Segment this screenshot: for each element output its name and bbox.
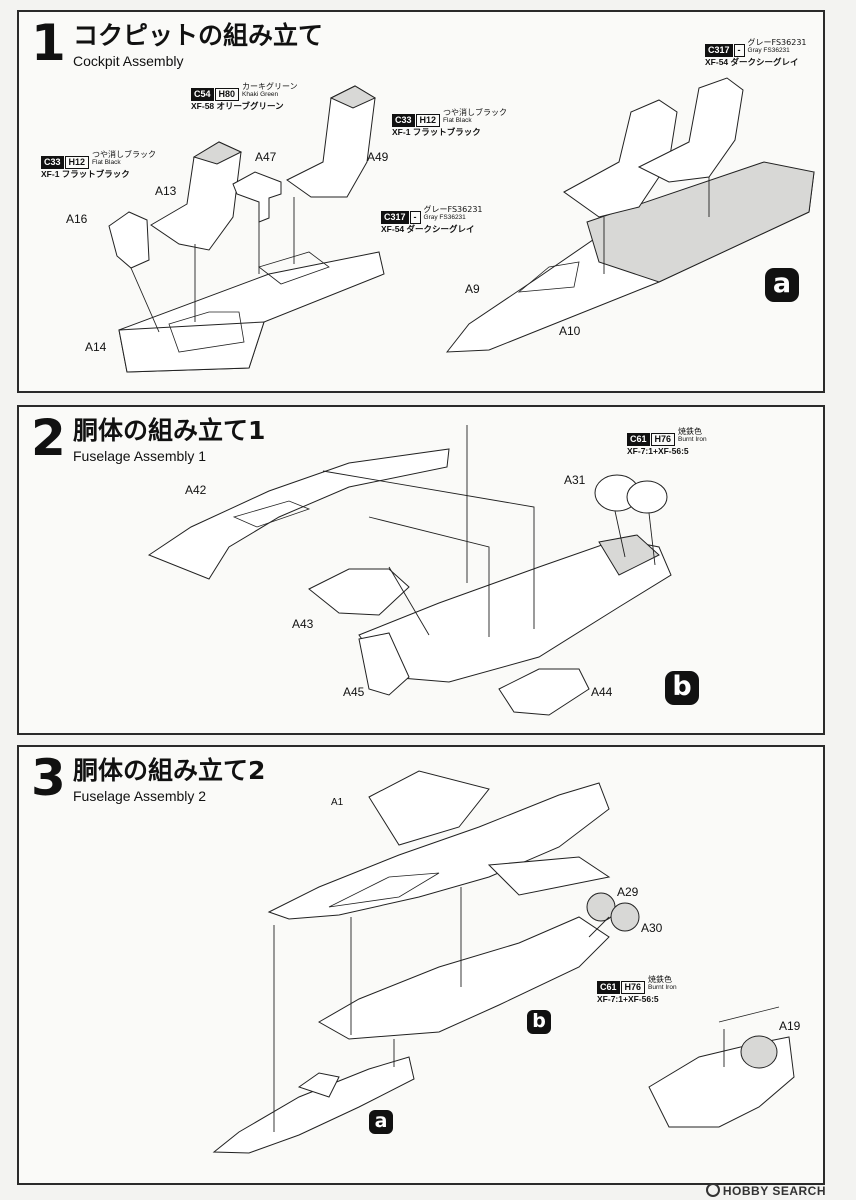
step-number: 1 [31,14,66,72]
paint-hcode: - [733,44,745,57]
subassembly-badge-b: b [527,1010,551,1034]
step-title-en: Fuselage Assembly 2 [73,788,207,804]
subassembly-badge-b: b [665,671,699,705]
paint-name-ja: 焼鉄色 [678,427,703,436]
part-label-a14: A14 [85,340,107,354]
step-number: 3 [31,749,66,807]
paint-xf: XF-1 フラットブラック [392,127,481,137]
hobby-search-logo-icon [705,1183,720,1197]
step-number: 2 [31,409,66,467]
part-label-a13: A13 [155,184,177,198]
paint-xf: XF-7:1+XF-56:5 [627,446,689,456]
paint-hcode: H80 [214,88,240,101]
part-label-a47: A47 [255,150,277,164]
part-label-a29: A29 [617,885,639,899]
paint-name-en: Burnt Iron [648,984,677,991]
part-label-a31: A31 [564,473,586,487]
paint-hcode: H76 [650,433,676,446]
part-label-a43: A43 [292,617,314,631]
paint-name-ja: グレーFS36231 [423,205,483,214]
paint-code: C61 [627,433,650,446]
step-title-en: Cockpit Assembly [73,53,184,69]
paint-name-en: Flat Black [443,117,472,124]
paint-name-ja: つや消しブラック [443,108,508,117]
paint-xf: XF-54 ダークシーグレイ [381,224,475,234]
watermark: HOBBY SEARCH [705,1183,826,1198]
paint-name-ja: グレーFS36231 [747,38,807,47]
paint-name-ja: つや消しブラック [92,150,157,159]
step-title-ja: コクピットの組み立て [73,21,324,50]
part-label-a10: A10 [559,324,581,338]
paint-name-en: Burnt Iron [678,436,707,443]
part-label-a19: A19 [779,1019,801,1033]
part-label-a9: A9 [465,282,480,296]
step-title-en: Fuselage Assembly 1 [73,448,207,464]
watermark-text: HOBBY SEARCH [722,1184,826,1198]
subassembly-badge-a: a [369,1110,393,1134]
paint-code: C61 [597,981,620,994]
paint-name-ja: 焼鉄色 [648,975,673,984]
paint-name-en: Gray FS36231 [423,214,466,221]
part-label-a42: A42 [185,483,207,497]
paint-code: C317 [705,44,733,57]
paint-code: C317 [381,211,409,224]
paint-code: C54 [191,88,214,101]
paint-name-ja: カーキグリーン [242,82,298,91]
step-title-ja: 胴体の組み立て1 [73,416,266,445]
paint-name-en: Gray FS36231 [747,47,790,54]
step-title-ja: 胴体の組み立て2 [73,756,266,785]
part-label-a1: A1 [331,797,344,808]
paint-xf: XF-58 オリーブグリーン [191,101,284,111]
paint-code: C33 [41,156,64,169]
paint-hcode: H76 [620,981,646,994]
part-label-a49: A49 [367,150,389,164]
paint-xf: XF-1 フラットブラック [41,169,130,179]
paint-xf: XF-54 ダークシーグレイ [705,57,799,67]
paint-name-en: Khaki Green [242,91,279,98]
part-label-a45: A45 [343,685,365,699]
paint-name-en: Flat Black [92,159,121,166]
part-label-a30: A30 [641,921,663,935]
paint-hcode: - [409,211,421,224]
paint-hcode: H12 [64,156,90,169]
subassembly-badge-a: a [765,268,799,302]
part-label-a44: A44 [591,685,613,699]
part-label-a16: A16 [66,212,88,226]
paint-hcode: H12 [415,114,441,127]
paint-code: C33 [392,114,415,127]
fuselage-assembly-2-illustration [212,770,795,1154]
paint-xf: XF-7:1+XF-56:5 [597,994,659,1004]
fuselage-assembly-1-illustration [147,425,672,716]
cockpit-assembly-illustration [108,77,815,373]
